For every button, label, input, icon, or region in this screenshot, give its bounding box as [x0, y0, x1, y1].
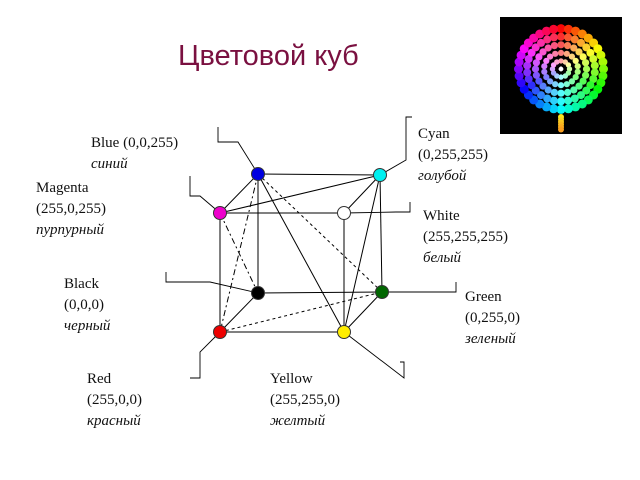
- edge-red-black: [219, 292, 259, 333]
- edge-yellow-green: [343, 291, 383, 333]
- dash-blue-red: [219, 173, 259, 333]
- label-red: Red (255,0,0) красный: [87, 371, 142, 429]
- label-cyan: Cyan (0,255,255) голубой: [418, 126, 488, 184]
- vertex-magenta: [213, 206, 227, 220]
- color-cube-rainbow-icon: [500, 17, 622, 134]
- label-yellow: Yellow (255,255,0) желтый: [270, 371, 340, 429]
- vertex-green: [375, 285, 389, 299]
- vertex-yellow: [337, 325, 351, 339]
- label-black: Black (0,0,0) черный: [64, 276, 111, 334]
- edge-cyan-white: [343, 174, 381, 214]
- leader-red: [190, 331, 221, 379]
- edge-black-green: [257, 291, 383, 294]
- vertex-blue: [251, 167, 265, 181]
- vertex-white: [337, 206, 351, 220]
- dash-blue-green: [257, 173, 383, 293]
- dash-magenta-black: [219, 212, 259, 294]
- leader-white: [343, 202, 411, 214]
- diag-cyan-yellow: [343, 174, 381, 333]
- label-white: White (255,255,255) белый: [423, 208, 508, 266]
- leader-green: [382, 282, 457, 293]
- label-magenta: Magenta (255,0,255) пурпурный: [36, 180, 106, 238]
- vertex-cyan: [373, 168, 387, 182]
- leader-yellow: [343, 331, 405, 379]
- edge-blue-cyan: [257, 173, 381, 176]
- leader-blue: [217, 127, 259, 175]
- leader-black: [165, 272, 259, 294]
- cube-vertices: [213, 167, 389, 339]
- edge-cyan-green: [379, 174, 383, 293]
- vertex-black: [251, 286, 265, 300]
- label-green: Green (0,255,0) зеленый: [465, 289, 520, 347]
- leader-lines: [165, 116, 457, 379]
- label-blue: Blue (0,0,255) синий: [91, 135, 179, 172]
- edge-magenta-blue: [219, 173, 259, 214]
- vertex-red: [213, 325, 227, 339]
- cube-dashed-lines: [219, 173, 383, 333]
- page-title: Цветовой куб: [178, 40, 359, 72]
- leader-magenta: [189, 176, 221, 214]
- dash-red-green: [219, 291, 383, 333]
- diag-blue-yellow: [257, 173, 345, 333]
- diag-magenta-cyan: [219, 174, 381, 214]
- cube-edges: [219, 173, 383, 333]
- leader-cyan: [379, 116, 412, 176]
